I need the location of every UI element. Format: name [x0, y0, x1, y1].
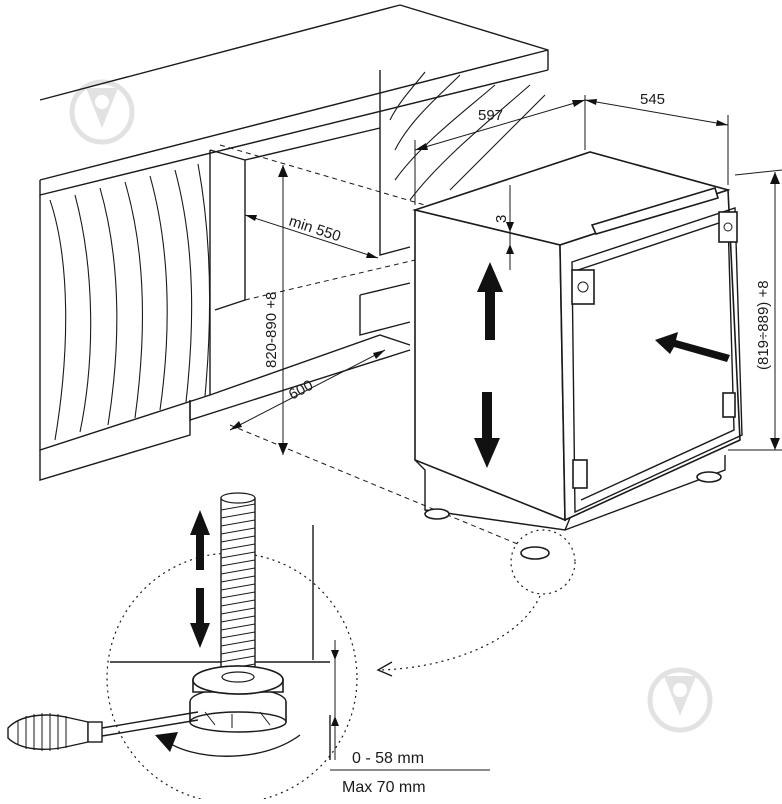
foot-max-label: Max 70 mm — [342, 779, 426, 796]
arrow-push-icon — [655, 332, 730, 362]
rotate-arrow-icon — [164, 734, 301, 757]
dim-niche-depth: 600 — [229, 349, 386, 431]
dim-cabinet-height: (819÷889) +8 — [728, 169, 782, 451]
niche — [189, 127, 411, 421]
callout-arrowhead — [376, 661, 393, 677]
arrow-down-icon — [474, 392, 500, 468]
dim-foot-height: 0 - 58 mm Max 70 mm — [330, 640, 490, 796]
watermark-logo-icon — [647, 667, 713, 733]
adjustable-foot — [189, 665, 287, 733]
detail-structure — [110, 525, 331, 760]
arrow-up-icon — [477, 262, 503, 340]
dim-min-width: min 550 — [244, 213, 379, 259]
dim-width-label: 597 — [478, 107, 503, 124]
foot-callout-circle — [510, 529, 576, 595]
foot-range-label: 0 - 58 mm — [352, 750, 424, 767]
dim-min-width-label: min 550 — [287, 213, 343, 246]
dim-niche-height-label: 820-890 +8 — [263, 292, 280, 368]
alignment-lines — [219, 144, 521, 546]
arrow-down-icon — [190, 588, 210, 648]
dim-depth-label: 545 — [640, 91, 665, 108]
dim-niche-height: 820-890 +8 — [263, 165, 288, 455]
dim-top-gap: 3 — [493, 185, 514, 270]
left-cabinet — [39, 150, 211, 481]
right-cabinet — [379, 70, 546, 201]
dim-545: 545 — [584, 91, 729, 185]
watermark-logo-icon — [69, 79, 135, 145]
arrow-up-icon — [190, 510, 210, 570]
countertop — [39, 4, 549, 196]
rotate-arrowhead-icon — [155, 732, 178, 752]
dim-height-label: (819÷889) +8 — [755, 280, 772, 370]
screwdriver-icon — [7, 711, 199, 751]
threaded-rod — [220, 492, 256, 679]
dim-gap-label: 3 — [493, 215, 510, 223]
callout-arrow — [379, 595, 541, 671]
appliance — [412, 151, 743, 560]
dim-597: 597 — [414, 95, 586, 205]
